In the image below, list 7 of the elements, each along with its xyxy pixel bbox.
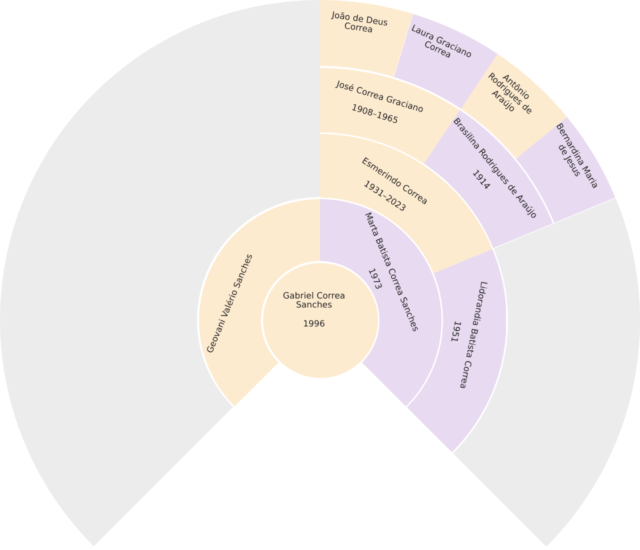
person-name: Gabriel Correa Sanches (282, 292, 346, 312)
life-dates: 1973 (365, 268, 382, 292)
person-sector (320, 0, 413, 77)
person-name: João de Deus Correa (330, 10, 390, 38)
life-dates: 1951 (448, 319, 462, 342)
person-sector (516, 116, 616, 223)
life-dates: 1996 (303, 320, 325, 330)
